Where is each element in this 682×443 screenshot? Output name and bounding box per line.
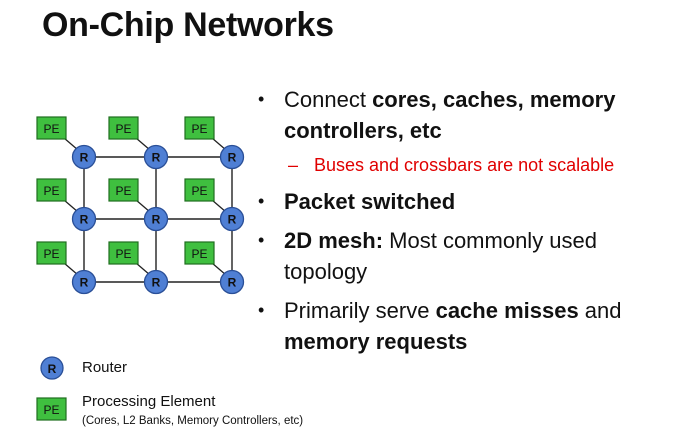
pe-label: PE: [115, 122, 131, 136]
processing-element: PE: [108, 178, 139, 202]
bullet-connect-text: Connect cores, caches, memory controller…: [284, 87, 615, 143]
bullet-serve-text: Primarily serve cache misses and memory …: [284, 298, 622, 354]
legend-router-icon: R: [40, 356, 64, 380]
pe-label: PE: [191, 184, 207, 198]
bullet-serve-plain-1: Primarily serve: [284, 298, 436, 323]
router-label: R: [152, 276, 161, 290]
sub-bullet-scalability: – Buses and crossbars are not scalable: [258, 152, 678, 178]
processing-element: PE: [36, 178, 67, 202]
bullet-packet: • Packet switched: [258, 186, 678, 217]
pe-router-link: [135, 137, 151, 151]
bullet-mesh: • 2D mesh: Most commonly used topology: [258, 225, 678, 287]
pe-router-link: [135, 262, 151, 276]
bullet-serve-plain-2: and: [578, 298, 622, 323]
pe-label: PE: [115, 184, 131, 198]
router: R: [143, 269, 169, 295]
pe-router-link: [135, 199, 151, 213]
processing-element: PE: [108, 116, 139, 140]
router-label: R: [228, 213, 237, 227]
bullet-dot: •: [258, 191, 265, 211]
bullet-mesh-text: 2D mesh: Most commonly used topology: [284, 228, 597, 284]
processing-element: PE: [184, 178, 215, 202]
bullet-serve-bold-1: cache misses: [435, 298, 579, 323]
sub-bullet-dash: –: [288, 155, 299, 175]
router: R: [219, 269, 245, 295]
bullet-dot: •: [258, 89, 265, 109]
legend-pe-label: Processing Element: [82, 393, 216, 410]
bullet-mesh-plain: Most commonly used topology: [284, 228, 598, 284]
processing-element: PE: [36, 116, 67, 140]
router-label: R: [80, 151, 89, 165]
bullet-serve: • Primarily serve cache misses and memor…: [258, 295, 678, 357]
pe-router-link: [211, 199, 227, 213]
bullet-dot: •: [258, 300, 265, 320]
processing-element: PE: [108, 241, 139, 265]
pe-router-link: [63, 199, 79, 213]
pe-label: PE: [43, 184, 59, 198]
bullet-mesh-bold: 2D mesh:: [284, 228, 384, 253]
bullet-serve-bold-2: memory requests: [284, 329, 468, 354]
router: R: [219, 144, 245, 170]
legend-pe-icon: PE: [36, 397, 67, 421]
pe-label: PE: [43, 247, 59, 261]
slide-title: On-Chip Networks: [42, 6, 334, 44]
legend-pe-detail: (Cores, L2 Banks, Memory Controllers, et…: [82, 415, 304, 427]
legend-router-label: Router: [82, 359, 128, 376]
router: R: [143, 206, 169, 232]
pe-label: PE: [115, 247, 131, 261]
legend-pe-icon-label: PE: [43, 403, 59, 417]
router: R: [219, 206, 245, 232]
processing-element: PE: [184, 116, 215, 140]
pe-router-link: [63, 137, 79, 151]
pe-label: PE: [191, 122, 207, 136]
router-label: R: [152, 213, 161, 227]
bullet-list: • Connect cores, caches, memory controll…: [258, 84, 678, 365]
bullet-connect-bold: cores, caches, memory controllers, etc: [284, 87, 616, 143]
bullet-packet-text: Packet switched: [284, 189, 456, 214]
pe-router-link: [63, 262, 79, 276]
pe-label: PE: [43, 122, 59, 136]
router: R: [71, 206, 97, 232]
pe-router-link: [211, 137, 227, 151]
router-label: R: [80, 213, 89, 227]
bullet-dot: •: [258, 230, 265, 250]
processing-element: PE: [184, 241, 215, 265]
pe-router-link: [211, 262, 227, 276]
processing-element: PE: [36, 241, 67, 265]
router: R: [71, 269, 97, 295]
router-label: R: [228, 151, 237, 165]
router: R: [143, 144, 169, 170]
router: R: [71, 144, 97, 170]
bullet-connect: • Connect cores, caches, memory controll…: [258, 84, 678, 146]
pe-label: PE: [191, 247, 207, 261]
sub-bullet-text: Buses and crossbars are not scalable: [314, 155, 615, 175]
legend-router-icon-label: R: [48, 362, 57, 376]
router-label: R: [152, 151, 161, 165]
router-label: R: [228, 276, 237, 290]
bullet-connect-plain: Connect: [284, 87, 373, 112]
router-label: R: [80, 276, 89, 290]
